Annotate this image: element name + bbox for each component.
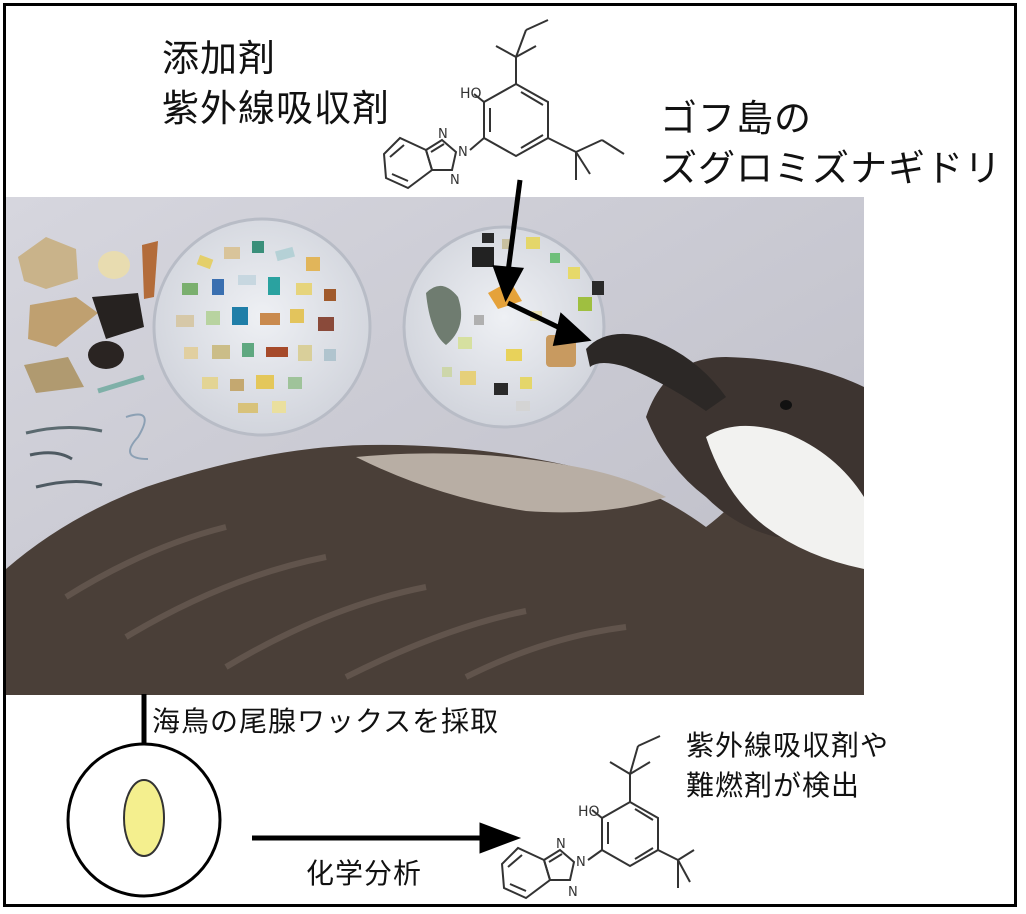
nitrogen-label-3: N xyxy=(450,173,460,188)
outer-frame xyxy=(3,3,1017,907)
nitrogen-label-b3: N xyxy=(568,885,578,900)
uv-absorber-label: 紫外線吸収剤 xyxy=(162,87,390,130)
hydroxyl-label: HO xyxy=(460,86,482,102)
uv-absorber-structure-bottom: HO N N N xyxy=(500,735,695,900)
arrowhead-to-analysis xyxy=(479,822,522,854)
nitrogen-label-b1: N xyxy=(576,855,586,870)
arrow-down-to-dish xyxy=(505,179,523,273)
hydroxyl-label-bottom: HO xyxy=(578,804,600,820)
loose-plastic-debris xyxy=(18,237,158,489)
arrows-in-photo xyxy=(506,300,592,346)
uv-absorber-structure-top: HO N N N xyxy=(382,19,625,190)
shearwater-label: ズグロミズナギドリ xyxy=(660,147,1002,190)
nitrogen-label-1: N xyxy=(458,145,468,160)
gough-island-label: ゴフ島の xyxy=(660,97,812,140)
detected-label-2: 難燃剤が検出 xyxy=(686,769,861,802)
petri-dish-2 xyxy=(402,225,606,429)
nitrogen-label-2: N xyxy=(438,127,448,142)
photo-plastics-and-bird xyxy=(6,197,864,695)
analysis-label: 化学分析 xyxy=(306,857,423,890)
petri-dish-1 xyxy=(152,217,372,437)
additive-label: 添加剤 xyxy=(162,37,276,80)
nitrogen-label-b2: N xyxy=(556,837,566,852)
wax-sample xyxy=(123,779,165,857)
sampling-label: 海鳥の尾腺ワックスを採取 xyxy=(152,705,500,738)
shearwater-bird xyxy=(6,333,864,695)
detected-label-1: 紫外線吸収剤や xyxy=(686,729,890,762)
arrowhead-down-to-dish xyxy=(492,265,525,303)
